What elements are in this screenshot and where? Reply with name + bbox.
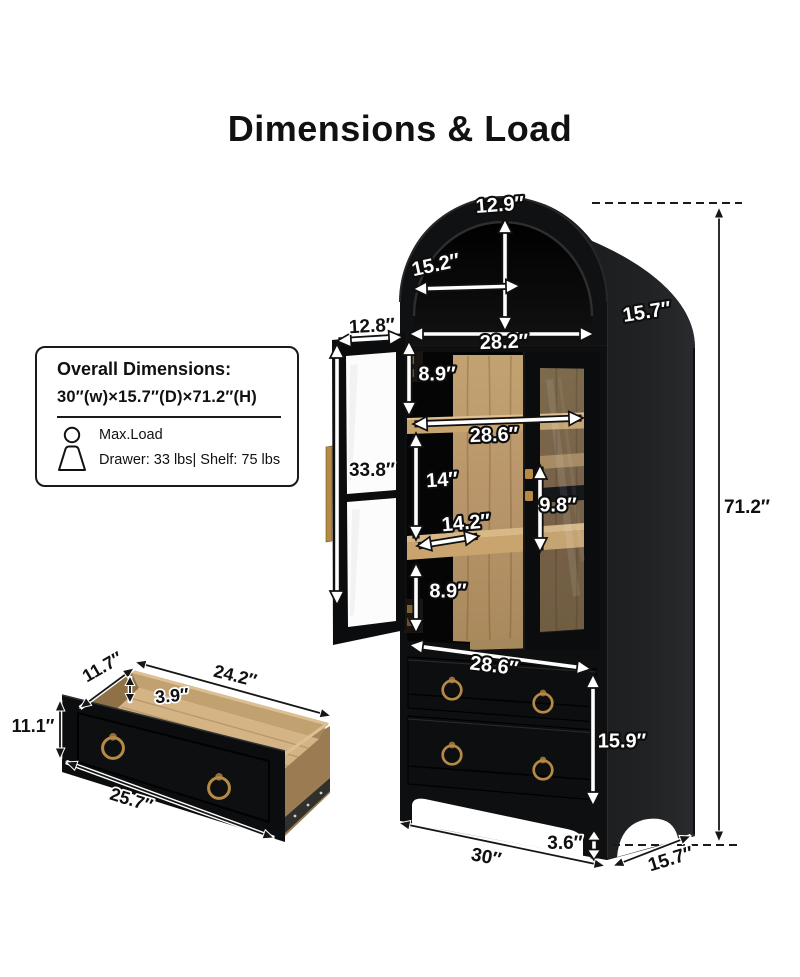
- overall-height-arrow: [713, 205, 725, 844]
- drawer-slide-rail: [284, 778, 330, 834]
- max-load-label: Max.Load: [99, 427, 163, 443]
- cabinet-drawers: [407, 656, 597, 801]
- drawer-front-height-arrow: [54, 698, 66, 761]
- door-knob-lower: [525, 491, 533, 501]
- dim-overall-depth: 15.7″: [646, 843, 696, 877]
- dim-drawer-section-height: 15.9″: [598, 730, 647, 752]
- right-section-height-arrow: [531, 463, 549, 554]
- overall-dimensions-box: Overall Dimensions: 30″(w)×15.7″(D)×71.2…: [35, 346, 299, 487]
- overall-width-arrow: [397, 819, 607, 870]
- arch-inner-width-arrow: [411, 278, 522, 297]
- half-shelf-width-arrow: [415, 530, 481, 552]
- door-knob-upper: [525, 469, 533, 479]
- dim-drawer-front-height: 11.1″: [12, 716, 55, 736]
- dim-middle-section-height: 14″: [425, 468, 459, 492]
- drawer-depth-arrow: [78, 666, 136, 710]
- arch-height-arrow: [496, 217, 514, 333]
- drawer-outer-width-arrow: [64, 759, 276, 841]
- dim-overall-height: 71.2″: [724, 497, 770, 518]
- divider: [57, 416, 281, 418]
- drawer-inner-width-arrow: [133, 659, 333, 719]
- load-details: Drawer: 33 lbs| Shelf: 75 lbs: [99, 451, 281, 468]
- middle-section-height-arrow: [407, 431, 425, 542]
- upper-section-height-arrow: [400, 339, 418, 418]
- door-handle: [325, 445, 333, 543]
- drawer-front-inset: [77, 711, 270, 824]
- overall-depth-arrow: [611, 833, 693, 869]
- side-leg-cutout: [617, 818, 678, 857]
- door-width-arrow: [335, 329, 405, 349]
- wood-grain: [466, 355, 578, 648]
- dim-right-section-height: 9.8″: [539, 494, 577, 516]
- dim-door-width: 12.8″: [348, 315, 395, 338]
- dim-arch-height: 12.9″: [475, 193, 525, 218]
- dim-lower-section-height: 8.9″: [429, 580, 467, 602]
- page-title: Dimensions & Load: [227, 108, 573, 149]
- drawer-illustration: [61, 669, 330, 842]
- door-glass-streak: [348, 364, 358, 481]
- glass-reflection: [546, 379, 580, 597]
- drawer-inner-height-arrow: [124, 674, 136, 705]
- dim-door-height: 33.8″: [349, 460, 395, 481]
- dim-base-clearance: 3.6″: [547, 833, 583, 854]
- shelf-right-half: [540, 452, 598, 469]
- overall-dimensions-heading: Overall Dimensions:: [57, 359, 232, 379]
- closed-glass-door: [540, 352, 600, 650]
- drawer-wall-back: [131, 671, 327, 739]
- dim-upper-section-height: 8.9″: [418, 363, 456, 385]
- dim-shelf-width: 28.6″: [469, 423, 519, 447]
- top-inner-width-arrow: [407, 325, 596, 343]
- shelf-lower: [407, 529, 598, 560]
- base-clearance-arrow: [585, 828, 603, 862]
- dim-top-inner-width: 28.2″: [479, 330, 529, 354]
- door-height-arrow: [328, 342, 346, 607]
- shelf-width-arrow: [411, 410, 585, 432]
- dim-overall-width: 30″: [469, 844, 503, 870]
- drawer-width-arrow: [407, 638, 593, 676]
- drawer-section-height-arrow: [584, 672, 602, 808]
- front-leg-cutout: [412, 798, 583, 856]
- person-icon: [58, 426, 86, 471]
- dim-drawer-inner-height: 3.9″: [154, 684, 190, 707]
- dim-half-shelf-width: 14.2″: [441, 510, 492, 536]
- cabinet-side-panel: [504, 197, 695, 860]
- overall-dimensions-value: 30″(w)×15.7″(D)×71.2″(H): [57, 388, 257, 406]
- dim-arch-inner-width: 15.2″: [410, 249, 462, 281]
- lower-section-height-arrow: [407, 561, 425, 635]
